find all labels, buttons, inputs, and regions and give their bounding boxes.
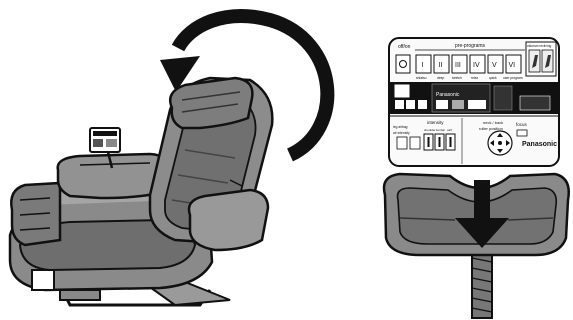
menu-button[interactable] <box>395 85 409 97</box>
leg-airbag-label: leg airbag <box>393 125 408 129</box>
ottoman-illustration <box>384 174 569 318</box>
program-key-4-label: IV <box>473 62 480 69</box>
air-intensity-label: air intensity <box>393 131 410 135</box>
set-button[interactable] <box>418 100 427 109</box>
program-key-1-label: I <box>422 62 424 69</box>
program-sublabel-4: relax <box>471 76 478 80</box>
program-sublabel-6: user program <box>503 76 523 80</box>
intensity-calf-label: calf <box>447 128 452 132</box>
program-key-2-label: II <box>439 62 443 69</box>
neck-back-label: neck / back <box>483 120 503 125</box>
timer-button[interactable] <box>520 96 550 110</box>
program-sublabel-1: shiatsu <box>416 76 427 80</box>
pre-programs-label: pre-programs <box>455 43 486 49</box>
intensity-shoulder-label: shoulder <box>424 128 436 132</box>
left-arrow-button[interactable] <box>395 100 404 109</box>
off-on-label: off/on <box>398 44 411 50</box>
chair-footrest <box>11 183 60 245</box>
intensity-lumbar-label: lumbar <box>436 128 445 132</box>
program-sublabel-2: deep <box>437 76 445 80</box>
power-button[interactable] <box>396 55 410 73</box>
focus-button[interactable] <box>517 130 527 136</box>
chair-armrest-right <box>189 190 268 250</box>
chair-headrest <box>170 78 252 128</box>
ottoman-pole <box>472 250 492 318</box>
program-key-5-label: V <box>492 62 497 69</box>
focus-label: focus <box>516 122 528 127</box>
lcd-readout: Panasonic <box>436 92 460 98</box>
right-arrow-button[interactable] <box>406 100 415 109</box>
panasonic-logo: Panasonic <box>522 141 557 148</box>
program-sublabel-5: quick <box>489 76 497 80</box>
program-key-3-label: III <box>455 62 461 69</box>
air-intensity-button[interactable] <box>410 137 420 149</box>
remote-control-panel: off/on pre-programs I II III IV V VI shi… <box>389 38 559 166</box>
intensity-label: intensity <box>427 120 444 125</box>
massage-chair-illustration <box>10 16 327 305</box>
recline-label: ottoman reclining <box>527 44 552 48</box>
program-sublabel-3: stretch <box>452 76 462 80</box>
leg-airbag-button[interactable] <box>397 137 407 149</box>
program-key-6-label: VI <box>509 62 516 69</box>
program-key-1[interactable] <box>416 55 431 73</box>
roller-position-label: roller position <box>479 126 503 131</box>
